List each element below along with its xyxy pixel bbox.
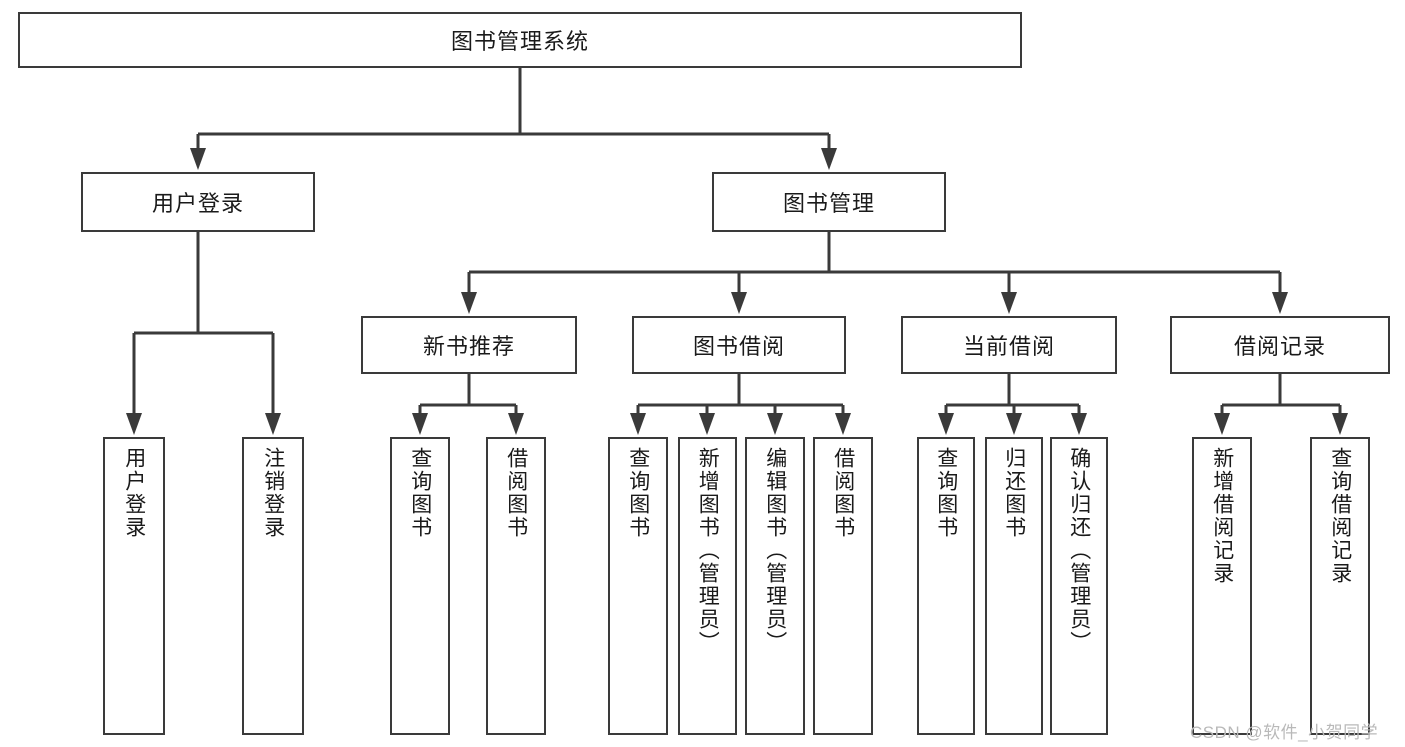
arrowhead-icon — [821, 148, 837, 170]
arrowhead-icon — [835, 413, 851, 435]
node-label: 查询图书 — [626, 447, 650, 539]
arrowhead-icon — [1001, 292, 1017, 314]
arrowhead-icon — [731, 292, 747, 314]
node-leaf-rec-borrow-book: 借阅图书 — [486, 437, 546, 735]
node-label: 当前借阅 — [962, 334, 1055, 359]
node-book-borrow: 图书借阅 — [632, 316, 846, 374]
node-label: 借阅图书 — [504, 447, 528, 539]
node-label: 确认归还（管理员） — [1067, 447, 1091, 654]
arrowhead-icon — [265, 413, 281, 435]
node-label: 查询图书 — [934, 447, 958, 539]
node-label: 新增借阅记录 — [1210, 447, 1234, 585]
node-label: 注销登录 — [261, 447, 285, 539]
node-leaf-current-return-book: 归还图书 — [985, 437, 1043, 735]
arrowhead-icon — [508, 413, 524, 435]
node-leaf-borrow-borrow-book: 借阅图书 — [813, 437, 873, 735]
node-label: 用户登录 — [151, 191, 244, 216]
node-leaf-borrow-add-book: 新增图书（管理员） — [678, 437, 737, 735]
node-label: 新书推荐 — [422, 334, 515, 359]
node-label: 查询图书 — [408, 447, 432, 539]
node-label: 图书管理系统 — [450, 29, 589, 54]
node-book-manage: 图书管理 — [712, 172, 946, 232]
node-label: 借阅图书 — [831, 447, 855, 539]
node-leaf-current-query-book: 查询图书 — [917, 437, 975, 735]
arrowhead-icon — [1332, 413, 1348, 435]
node-leaf-borrow-query-book: 查询图书 — [608, 437, 668, 735]
node-leaf-user-login: 用户登录 — [103, 437, 165, 735]
arrowhead-icon — [1071, 413, 1087, 435]
node-label: 归还图书 — [1002, 447, 1026, 539]
node-root: 图书管理系统 — [18, 12, 1022, 68]
node-current-borrow: 当前借阅 — [901, 316, 1117, 374]
arrowhead-icon — [190, 148, 206, 170]
node-user-login: 用户登录 — [81, 172, 315, 232]
arrowhead-icon — [1214, 413, 1230, 435]
node-label: 新增图书（管理员） — [696, 447, 720, 654]
node-label: 借阅记录 — [1233, 334, 1326, 359]
node-leaf-record-query: 查询借阅记录 — [1310, 437, 1370, 735]
arrowhead-icon — [630, 413, 646, 435]
node-leaf-borrow-edit-book: 编辑图书（管理员） — [745, 437, 805, 735]
arrowhead-icon — [938, 413, 954, 435]
node-label: 图书借阅 — [692, 334, 785, 359]
node-label: 编辑图书（管理员） — [763, 447, 787, 654]
node-label: 用户登录 — [122, 447, 146, 539]
arrowhead-icon — [126, 413, 142, 435]
node-leaf-user-logout: 注销登录 — [242, 437, 304, 735]
node-leaf-current-confirm-return: 确认归还（管理员） — [1050, 437, 1108, 735]
arrowhead-icon — [1272, 292, 1288, 314]
node-borrow-record: 借阅记录 — [1170, 316, 1390, 374]
node-label: 查询借阅记录 — [1328, 447, 1352, 585]
arrowhead-icon — [699, 413, 715, 435]
node-leaf-record-add: 新增借阅记录 — [1192, 437, 1252, 735]
node-new-book-recommend: 新书推荐 — [361, 316, 577, 374]
arrowhead-icon — [1006, 413, 1022, 435]
arrowhead-icon — [412, 413, 428, 435]
arrowhead-icon — [767, 413, 783, 435]
arrowhead-icon — [461, 292, 477, 314]
node-label: 图书管理 — [782, 191, 875, 216]
node-leaf-rec-query-book: 查询图书 — [390, 437, 450, 735]
